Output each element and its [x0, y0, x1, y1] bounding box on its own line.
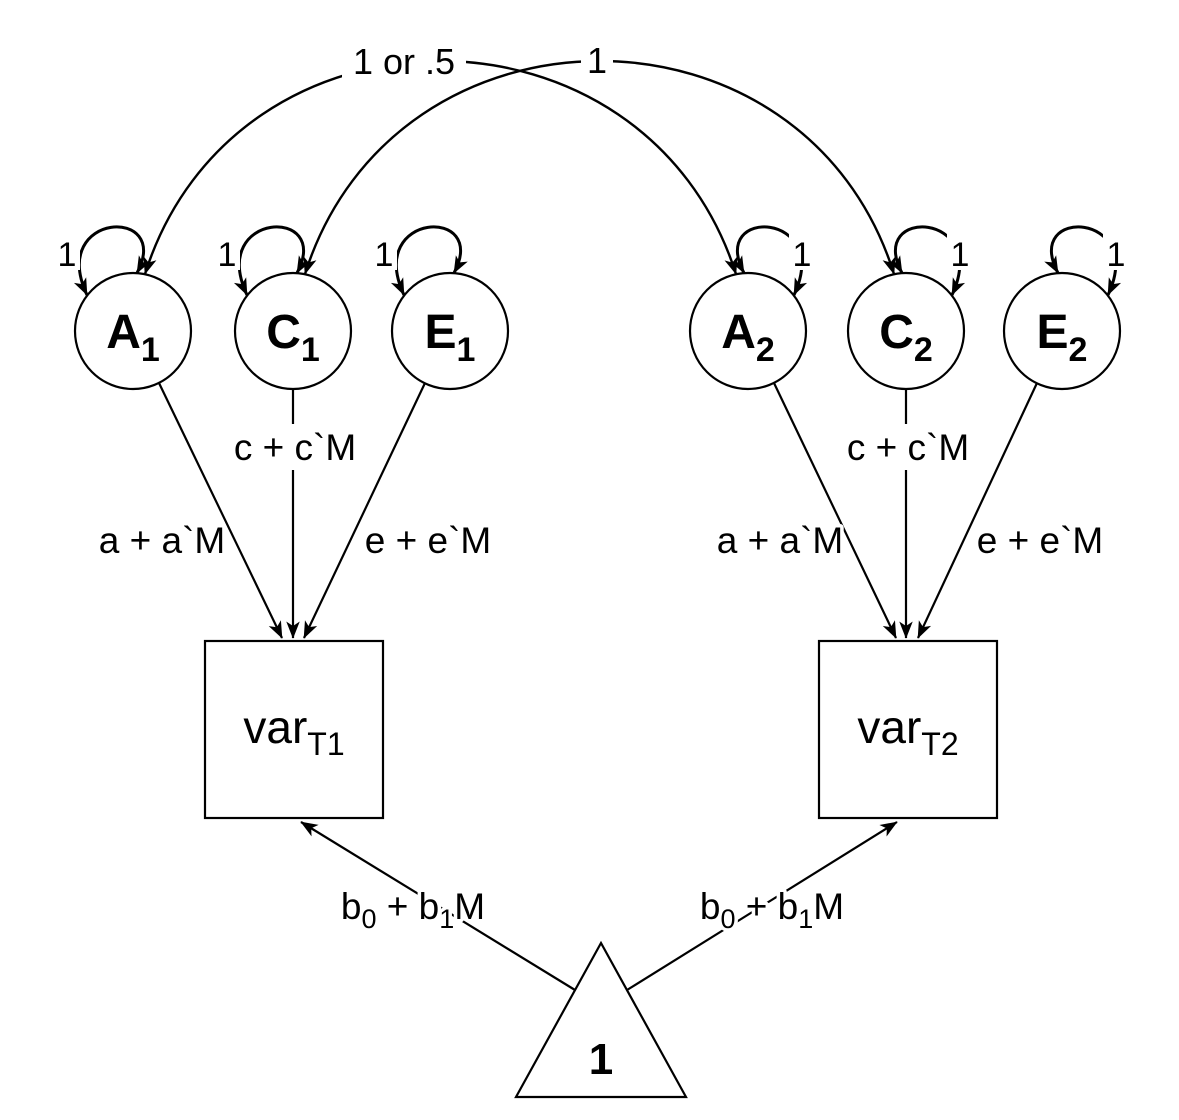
- nodes: A1 C1 E1 A2 C2 E2 varT1 var: [73, 271, 1122, 1099]
- label-background: [214, 234, 240, 270]
- labels: 1 or .5 1 1 1 1 1 1 1 a + a`M c + c`M e …: [54, 37, 1129, 938]
- latent-node-e2: E2: [1002, 271, 1122, 391]
- latent-label-e1: E1: [425, 306, 476, 369]
- observed-node-vart2: varT2: [817, 639, 999, 820]
- path-arrow-a2-vart2: [773, 382, 897, 639]
- path-arrow-a1-vart1: [158, 382, 283, 639]
- path-arrow-constant-vart1: [300, 821, 576, 991]
- variance-label-e2: 1: [1107, 236, 1126, 274]
- path-label-c2: c + c`M: [847, 427, 969, 468]
- covariance-label-a: 1 or .5: [353, 41, 455, 82]
- label-background: [342, 38, 466, 80]
- observed-rect-vart1: [203, 639, 385, 820]
- label-background: [371, 234, 397, 270]
- label-background: [581, 38, 613, 80]
- constant-node: 1: [514, 940, 688, 1099]
- latent-node-e1: E1: [390, 271, 510, 391]
- label-background: [947, 234, 973, 270]
- variance-label-c1: 1: [218, 236, 237, 274]
- latent-node-a1: A1: [73, 271, 193, 391]
- path-label-b-t2: b0 + b1M: [700, 886, 844, 934]
- path-arrow-e1-vart1: [303, 382, 426, 639]
- latent-node-c2: C2: [846, 271, 966, 391]
- label-background: [54, 234, 80, 270]
- label-background: [1103, 234, 1129, 270]
- label-background: [836, 424, 980, 470]
- path-label-e2: e + e`M: [977, 520, 1103, 561]
- path-label-c1: c + c`M: [234, 427, 356, 468]
- path-label-a2: a + a`M: [717, 520, 843, 561]
- latent-label-a1: A1: [106, 306, 160, 369]
- latent-label-a2: A2: [721, 306, 775, 369]
- variance-label-c2: 1: [951, 236, 970, 274]
- path-label-e1: e + e`M: [365, 520, 491, 561]
- path-arrow-constant-vart2: [626, 821, 898, 991]
- variance-label-a2: 1: [793, 236, 812, 274]
- constant-label: 1: [589, 1035, 613, 1084]
- observed-rect-vart2: [817, 639, 999, 820]
- latent-node-c1: C1: [233, 271, 353, 391]
- path-arrow-e2-vart2: [917, 382, 1038, 639]
- latent-node-a2: A2: [688, 271, 808, 391]
- latent-label-c1: C1: [266, 306, 320, 369]
- label-background: [789, 234, 815, 270]
- observed-label-vart2: varT2: [857, 701, 958, 762]
- label-background: [223, 424, 367, 470]
- covariance-label-c: 1: [587, 40, 607, 81]
- observed-label-vart1: varT1: [243, 701, 344, 762]
- connectors: [73, 59, 1122, 991]
- variance-label-a1: 1: [58, 236, 77, 274]
- variance-label-e1: 1: [375, 236, 394, 274]
- latent-label-e2: E2: [1037, 306, 1088, 369]
- path-label-b-t1: b0 + b1M: [341, 886, 485, 934]
- observed-node-vart1: varT1: [203, 639, 385, 820]
- path-label-a1: a + a`M: [99, 520, 225, 561]
- latent-label-c2: C2: [879, 306, 933, 369]
- constant-triangle: [514, 940, 688, 1099]
